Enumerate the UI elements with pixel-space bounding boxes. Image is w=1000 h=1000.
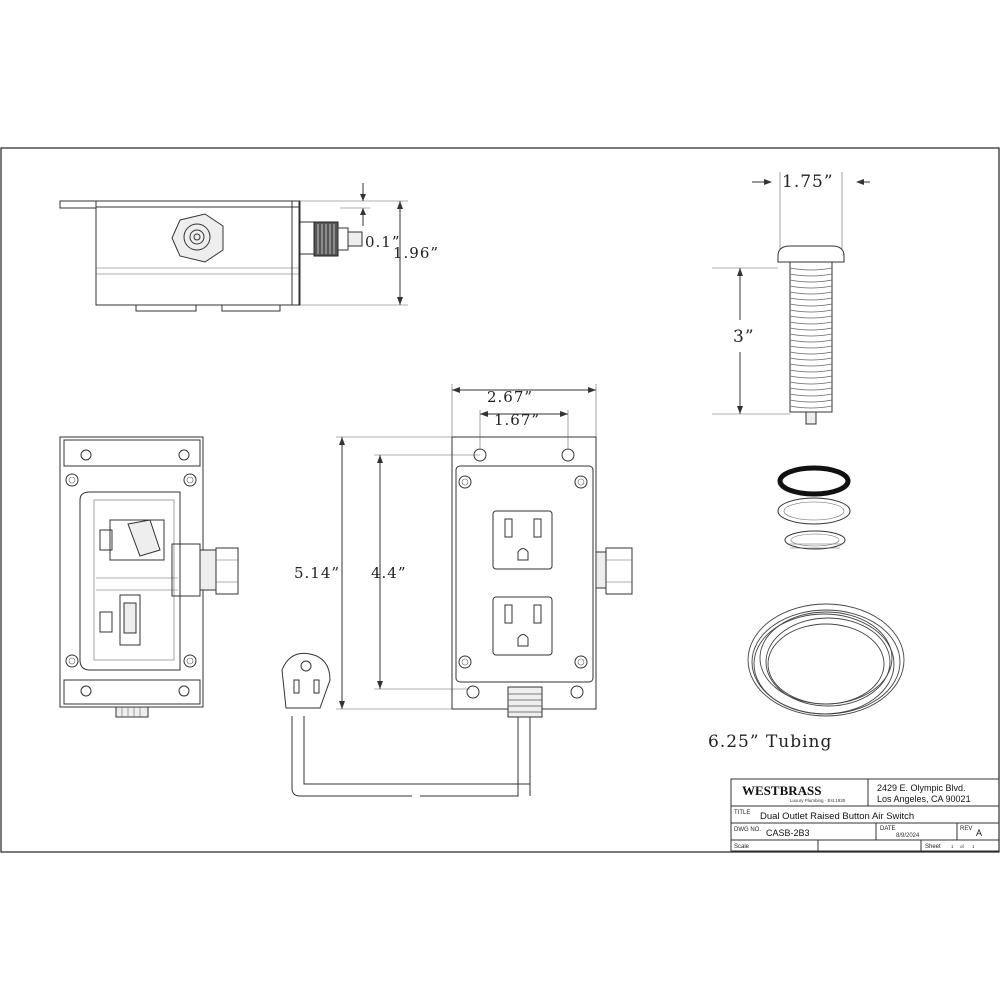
air-button (712, 172, 870, 425)
address-line2: Los Angeles, CA 90021 (877, 794, 971, 804)
sheet-number: 1 (951, 844, 954, 849)
drawing-border (0, 147, 1000, 853)
tubing-coil (747, 603, 905, 717)
tubing-label: 6.25” Tubing (708, 732, 832, 752)
dim-button-height: 3” (733, 327, 755, 347)
address-line1: 2429 E. Olympic Blvd. (877, 783, 966, 793)
company-logo: WESTBRASS (742, 783, 821, 798)
outlet-upper (492, 510, 553, 570)
dim-top-height: 1.96” (393, 244, 439, 262)
dwg-number: CASB-2B3 (766, 828, 810, 838)
rev-label: REV (960, 826, 972, 832)
scale-label: Scale (734, 844, 750, 850)
rev-value: A (976, 828, 982, 838)
outlet-lower (492, 596, 553, 656)
dim-top-offset: 0.1” (365, 233, 401, 251)
date-label: DATE (880, 826, 896, 832)
sheet-total: 1 (972, 844, 975, 849)
dim-box-height: 5.14” (294, 564, 340, 582)
dim-button-width: 1.75” (782, 172, 834, 192)
side-view (59, 436, 239, 718)
top-view (59, 183, 408, 312)
front-dimensions (336, 384, 597, 710)
front-view (281, 436, 633, 797)
washers (777, 465, 851, 550)
drawing-title: Dual Outlet Raised Button Air Switch (760, 811, 914, 822)
dim-hole-vertical: 4.4” (371, 564, 407, 582)
drawing-date: 8/9/2024 (896, 833, 920, 839)
sheet-label: Sheet (925, 844, 941, 850)
dim-hole-spacing: 1.67” (494, 411, 540, 429)
dim-box-width: 2.67” (487, 388, 533, 406)
sheet-of: of (960, 844, 965, 849)
title-block (730, 778, 1000, 852)
dwg-label: DWG NO. (734, 827, 761, 833)
company-tagline: Luxury Plumbing · Est.1930 (790, 798, 846, 803)
title-label: TITLE (734, 810, 750, 816)
